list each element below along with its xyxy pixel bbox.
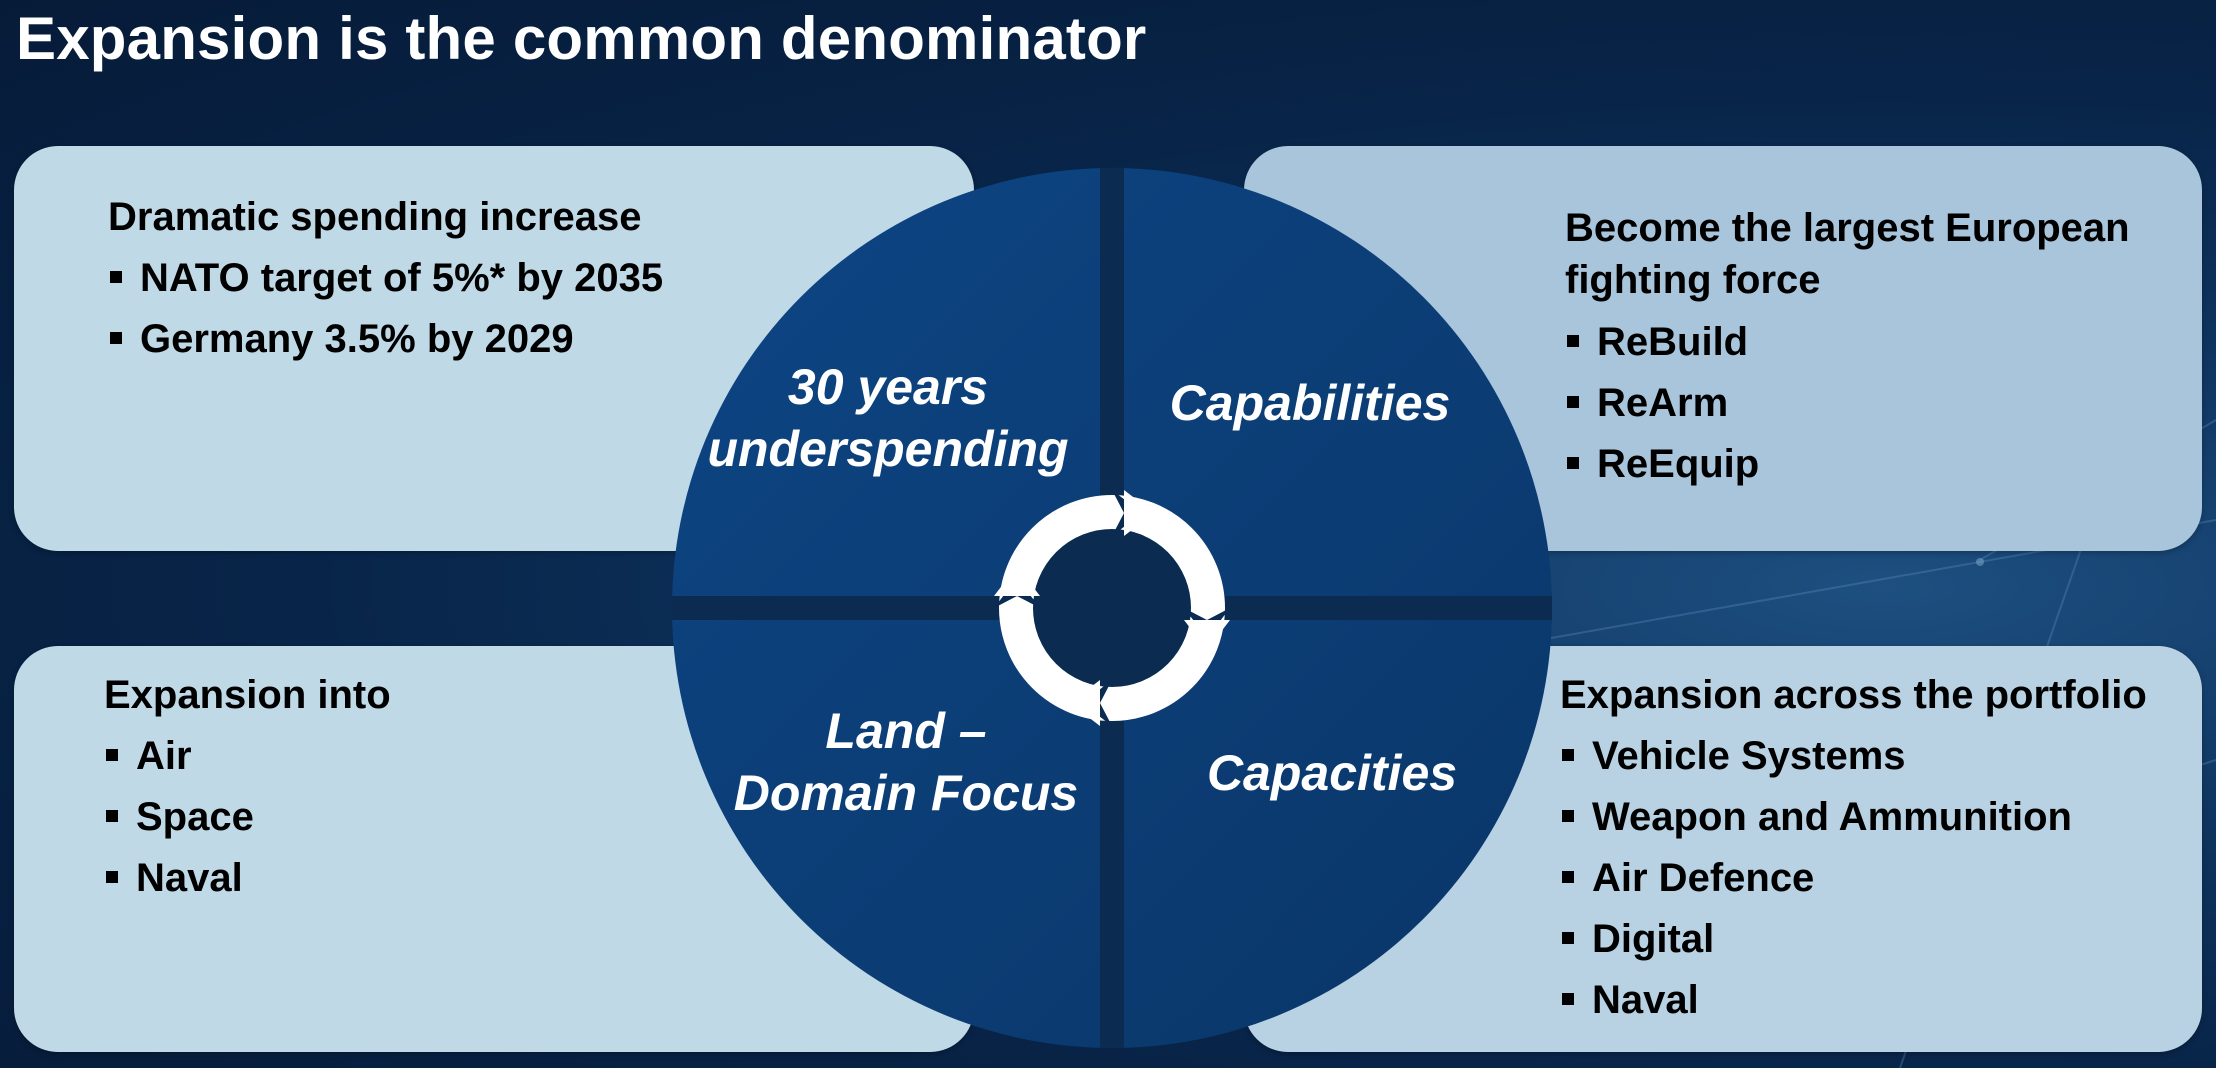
quadrant-label-bottom-left-line1: Land – xyxy=(825,703,986,759)
spending-block: Dramatic spending increase NATO target o… xyxy=(108,187,663,370)
list-item: Space xyxy=(104,787,391,848)
fighting-force-list: ReBuild ReArm ReEquip xyxy=(1565,312,2185,495)
list-item: Weapon and Ammunition xyxy=(1560,787,2147,848)
portfolio-list: Vehicle Systems Weapon and Ammunition Ai… xyxy=(1560,726,2147,1031)
list-item: Air xyxy=(104,726,391,787)
spending-heading: Dramatic spending increase xyxy=(108,195,642,239)
quadrant-label-bottom-left-line2: Domain Focus xyxy=(734,765,1078,821)
list-item: Digital xyxy=(1560,909,2147,970)
quadrant-wheel: 30 years underspending Capabilities Land… xyxy=(672,168,1552,1048)
fighting-force-block: Become the largest European fighting for… xyxy=(1565,202,2185,495)
list-item: Air Defence xyxy=(1560,848,2147,909)
list-item: Naval xyxy=(1560,970,2147,1031)
list-item: NATO target of 5%* by 2035 xyxy=(108,248,663,309)
expansion-into-heading: Expansion into xyxy=(104,673,391,717)
cycle-arrows-icon xyxy=(994,490,1230,726)
expansion-into-list: Air Space Naval xyxy=(104,726,391,909)
list-item: ReBuild xyxy=(1565,312,2185,373)
portfolio-block: Expansion across the portfolio Vehicle S… xyxy=(1560,665,2147,1031)
expansion-into-block: Expansion into Air Space Naval xyxy=(104,665,391,909)
quadrant-label-top-left-line2: underspending xyxy=(707,421,1068,477)
list-item: ReArm xyxy=(1565,373,2185,434)
portfolio-heading: Expansion across the portfolio xyxy=(1560,673,2147,717)
quadrant-label-top-right: Capabilities xyxy=(1170,375,1451,431)
list-item: ReEquip xyxy=(1565,434,2185,495)
page-title: Expansion is the common denominator xyxy=(16,5,1147,72)
fighting-force-heading: Become the largest European fighting for… xyxy=(1565,206,2130,302)
list-item: Vehicle Systems xyxy=(1560,726,2147,787)
quadrant-label-bottom-right: Capacities xyxy=(1207,745,1457,801)
list-item: Germany 3.5% by 2029 xyxy=(108,309,663,370)
spending-list: NATO target of 5%* by 2035 Germany 3.5% … xyxy=(108,248,663,370)
quadrant-label-top-left-line1: 30 years xyxy=(788,359,988,415)
list-item: Naval xyxy=(104,848,391,909)
